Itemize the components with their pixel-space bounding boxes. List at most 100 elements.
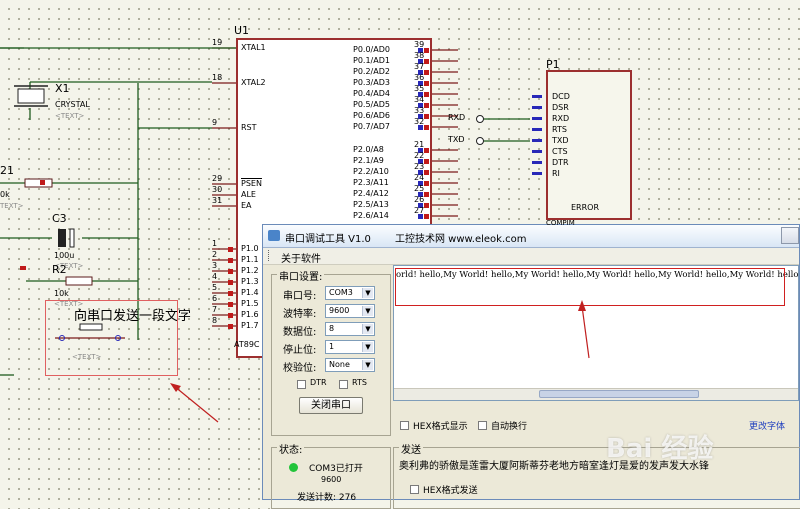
chip-pin-marker [418, 181, 423, 186]
chip-pin-label: XTAL1 [241, 43, 266, 52]
chip-pin-label: P0.6/AD6 [353, 111, 390, 120]
change-font-link[interactable]: 更改字体 [749, 422, 786, 432]
net-rxd-label: RXD [448, 113, 466, 122]
chip-pin-number: 22 [414, 151, 425, 160]
chip-pin-label: P0.4/AD4 [353, 89, 390, 98]
app-icon [268, 230, 280, 241]
connector-pin-marker [532, 172, 542, 175]
chip-pin-marker [424, 192, 429, 197]
horizontal-scrollbar[interactable] [394, 388, 798, 400]
receive-area[interactable]: orld! hello,My World! hello,My World! he… [393, 265, 799, 401]
window-title: 串口调试工具 V1.0 [285, 234, 371, 245]
menu-grip [268, 250, 270, 261]
chip-pin-marker [424, 103, 429, 108]
rts-checkbox[interactable] [339, 380, 348, 389]
baud-value: 9600 [329, 306, 350, 315]
chip-pin-number: 23 [414, 162, 425, 171]
chip-pin-label: P1.2 [241, 266, 259, 275]
status-group-label: 状态: [277, 441, 305, 456]
parity-select[interactable]: None▼ [325, 358, 375, 372]
serial-connector[interactable] [546, 70, 632, 220]
serial-tool-window[interactable]: 串口调试工具 V1.0 工控技术网 www.eleok.com 关于软件 串口设… [262, 224, 800, 509]
window-subtitle: 工控技术网 www.eleok.com [395, 234, 527, 245]
connector-pin-marker [532, 106, 542, 109]
baud-select[interactable]: 9600▼ [325, 304, 375, 318]
pin-marker [20, 266, 26, 270]
settings-group-label: 串口设置: [277, 268, 325, 283]
scrollbar-thumb[interactable] [539, 390, 699, 398]
chip-pin-number: 31 [212, 196, 223, 205]
chip-pin-label: P1.1 [241, 255, 259, 264]
chip-pin-label: P0.1/AD1 [353, 56, 390, 65]
dtr-checkbox[interactable] [297, 380, 306, 389]
chip-pin-label: P2.1/A9 [353, 156, 384, 165]
port-select[interactable]: COM3 ▼ [325, 286, 375, 300]
chip-pin-marker [424, 81, 429, 86]
port-open-status: COM3已打开 [309, 464, 363, 474]
menu-about[interactable]: 关于软件 [281, 254, 321, 265]
receive-highlight-box [395, 268, 785, 306]
chip-pin-number: 29 [212, 174, 223, 183]
close-port-button[interactable]: 关闭串口 [299, 397, 363, 414]
chip-pin-marker [228, 324, 233, 329]
send-text-input[interactable]: 奥利弗的骄傲是莲雷大厦阿斯蒂芬老地方暗室逢灯是爱的发声发大水锋 [399, 461, 709, 472]
chip-pin-label: P0.2/AD2 [353, 67, 390, 76]
port-label: 串口号: [283, 291, 317, 302]
chip-pin-marker [424, 159, 429, 164]
capacitor-c3-plate [69, 228, 75, 248]
chip-pin-number: 3 [212, 261, 218, 270]
chip-pin-marker [424, 59, 429, 64]
chip-pin-marker [228, 313, 233, 318]
chip-pin-label: P2.5/A13 [353, 200, 389, 209]
chip-pin-number: 4 [212, 272, 218, 281]
chip-pin-marker [424, 70, 429, 75]
title-bar[interactable]: 串口调试工具 V1.0 工控技术网 www.eleok.com [263, 225, 799, 248]
watermark-logo: Bai 经验 [606, 434, 714, 464]
connector-pin-label: DTR [552, 158, 569, 167]
chip-pin-number: 34 [414, 95, 425, 104]
chip-pin-label: PSEN [241, 179, 262, 188]
chip-ref-label: U1 [234, 24, 250, 37]
stopbits-label: 停止位: [283, 345, 317, 356]
chevron-down-icon: ▼ [362, 360, 373, 370]
menu-bar: 关于软件 [263, 248, 799, 265]
pin-marker [40, 180, 45, 185]
connector-pin-marker [532, 161, 542, 164]
capacitor-c3-plate [58, 229, 66, 247]
rxd-terminal [476, 115, 484, 123]
chip-pin-number: 5 [212, 283, 218, 292]
hex-send-label: HEX格式发送 [423, 486, 478, 496]
chip-pin-label: P2.4/A12 [353, 189, 389, 198]
crystal-ref: X1 [55, 82, 70, 95]
chevron-down-icon: ▼ [362, 288, 373, 298]
chip-pin-number: 37 [414, 62, 425, 71]
connector-pin-label: CTS [552, 147, 568, 156]
chip-pin-marker [228, 291, 233, 296]
chip-pin-number: 39 [414, 40, 425, 49]
chip-pin-number: 27 [414, 206, 425, 215]
chip-pin-marker [418, 59, 423, 64]
connector-ref: P1 [546, 58, 560, 71]
baud-label: 波特率: [283, 309, 317, 320]
chip-pin-label: RST [241, 123, 257, 132]
send-group-label: 发送 [399, 441, 423, 456]
chip-pin-number: 33 [414, 106, 425, 115]
hex-send-checkbox[interactable] [410, 485, 419, 494]
auto-wrap-checkbox[interactable] [478, 421, 487, 430]
databits-select[interactable]: 8▼ [325, 322, 375, 336]
chip-pin-marker [418, 214, 423, 219]
chip-pin-marker [418, 192, 423, 197]
chip-pin-marker [418, 48, 423, 53]
chip-pin-number: 30 [212, 185, 223, 194]
port-value: COM3 [329, 288, 353, 297]
crystal-text: <TEXT> [55, 112, 85, 120]
databits-value: 8 [329, 324, 335, 333]
chip-pin-label: P1.6 [241, 310, 259, 319]
minimize-button[interactable] [781, 227, 799, 244]
stopbits-select[interactable]: 1▼ [325, 340, 375, 354]
chevron-down-icon: ▼ [362, 324, 373, 334]
hex-display-checkbox[interactable] [400, 421, 409, 430]
chip-pin-marker [228, 280, 233, 285]
chip-pin-marker [228, 247, 233, 252]
